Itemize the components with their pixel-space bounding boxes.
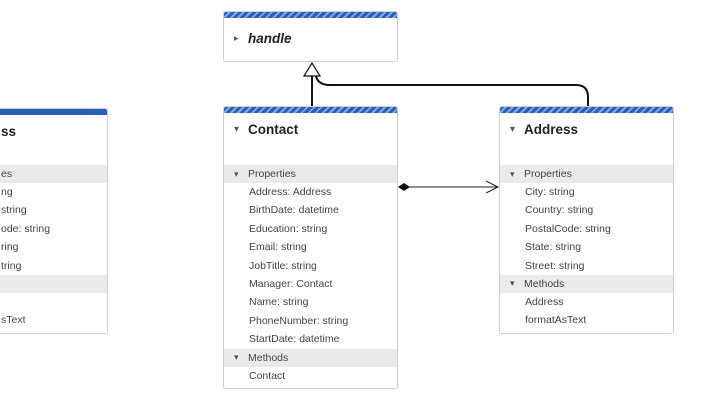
section-label: Methods [248,351,289,364]
section-header-methods[interactable] [0,274,107,293]
property-item[interactable]: Country: string [525,204,594,217]
property-item[interactable]: Name: string [249,296,309,309]
method-item[interactable]: Address [525,295,564,308]
header-stripe [500,107,673,113]
class-body: ▾ Properties City: string Country: strin… [500,145,673,330]
class-title-fragment: ss [1,123,17,139]
section-header-methods[interactable]: ▾ Methods [224,348,397,367]
class-title: Contact [248,121,299,137]
method-item[interactable]: formatAsText [525,314,587,327]
property-item[interactable]: Address: Address [249,186,332,198]
collapse-down-icon[interactable]: ▾ [510,168,515,179]
member-fragment[interactable]: ng [1,186,13,198]
section-header-properties[interactable]: ▾ Properties [224,165,397,183]
property-item[interactable]: PostalCode: string [525,222,611,235]
section-header-properties[interactable]: es [0,165,107,183]
member-fragment[interactable]: ode: string [1,222,51,235]
member-fragment[interactable]: string [1,204,27,217]
property-item[interactable]: Education: string [249,222,328,235]
class-header[interactable]: ss [0,115,107,147]
class-header[interactable]: ▾ Address [500,113,673,145]
member-fragment[interactable]: tring [1,259,22,272]
class-box-address[interactable]: ▾ Address ▾ Properties City: string Coun… [499,106,674,334]
class-body: es ng string ode: string ring tring sTex… [0,147,107,330]
property-item[interactable]: StartDate: datetime [249,333,340,346]
property-item[interactable]: BirthDate: datetime [249,204,339,217]
property-item[interactable]: JobTitle: string [249,259,317,272]
association-arrowhead-icon [485,180,500,194]
collapse-down-icon[interactable]: ▾ [510,123,516,135]
class-header[interactable]: ▾ Contact [224,113,397,145]
class-title: Address [524,121,579,137]
section-label: Methods [524,277,565,290]
collapse-down-icon[interactable]: ▾ [234,123,240,135]
expand-right-icon[interactable]: ▸ [234,32,239,43]
method-item[interactable]: Contact [249,369,286,382]
property-item[interactable]: Manager: Contact [249,277,333,290]
collapse-down-icon[interactable]: ▾ [510,278,515,289]
section-header-methods[interactable]: ▾ Methods [500,274,673,293]
property-item[interactable]: PhoneNumber: string [249,314,349,327]
section-label: Properties [248,168,296,180]
header-stripe [0,109,107,115]
class-box-contact[interactable]: ▾ Contact ▾ Properties Address: Address … [223,106,398,389]
header-stripe [224,12,397,18]
property-item[interactable]: Email: string [249,241,307,254]
composition-diamond-icon [398,183,410,191]
member-fragment[interactable]: ring [1,241,19,254]
member-fragment[interactable]: sText [1,314,26,327]
header-stripe [224,107,397,113]
property-item[interactable]: Street: string [525,259,585,272]
property-item[interactable]: City: string [525,186,575,198]
collapse-down-icon[interactable]: ▾ [234,352,239,363]
section-label: Properties [524,168,572,180]
class-title: handle [248,30,292,46]
class-box-left-partial[interactable]: ss es ng string ode: string ring tring s… [0,108,108,334]
section-header-properties[interactable]: ▾ Properties [500,165,673,183]
class-body: ▾ Properties Address: Address BirthDate:… [224,145,397,385]
collapse-down-icon[interactable]: ▾ [234,168,239,179]
property-item[interactable]: State: string [525,241,582,254]
inheritance-line-address[interactable] [315,75,589,106]
class-header[interactable]: ▸ handle [224,18,397,58]
generalization-arrowhead-icon [302,61,322,77]
class-box-handle[interactable]: ▸ handle [223,11,398,62]
